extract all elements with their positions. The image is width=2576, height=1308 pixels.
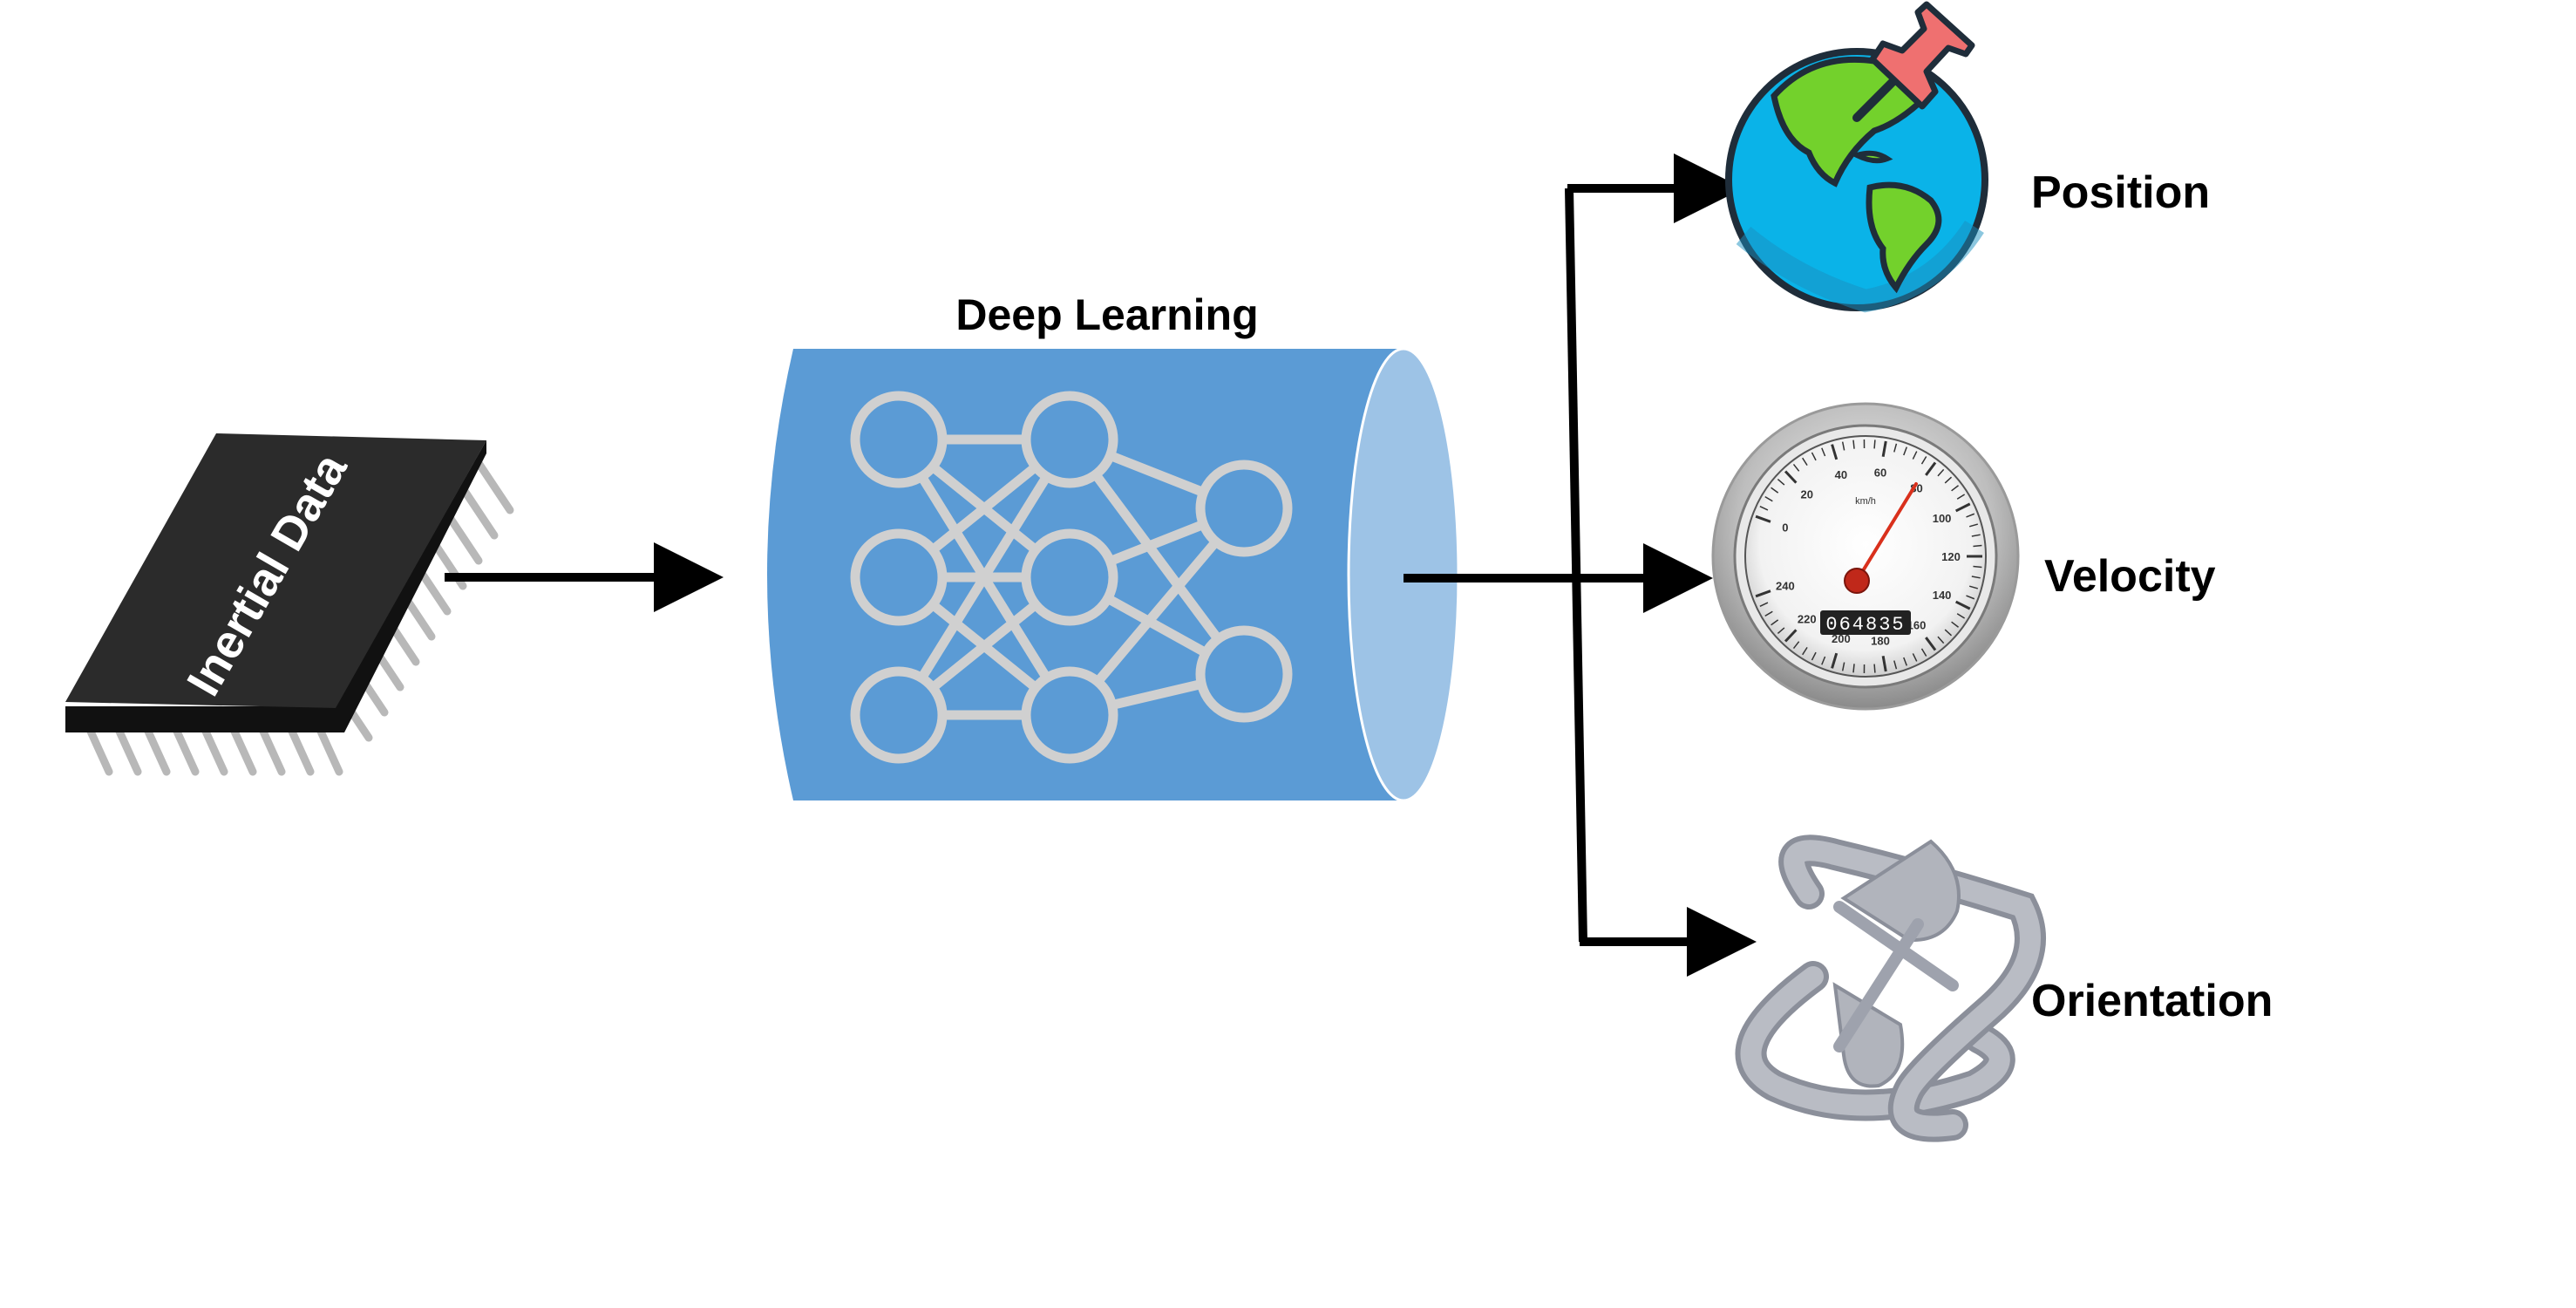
gauge-minor-tick: [1841, 662, 1845, 671]
gauge-minor-tick: [1951, 485, 1960, 492]
gauge-minor-tick: [1759, 602, 1769, 608]
gauge-minor-tick: [1956, 494, 1966, 500]
gauge-minor-tick: [1777, 627, 1785, 635]
gauge-minor-tick: [1937, 468, 1945, 477]
gauge-minor-tick: [1777, 478, 1785, 486]
gauge-minor-tick: [1956, 613, 1966, 619]
gauge-tick-label: 180: [1871, 635, 1890, 648]
globe-pin-icon: [1725, 1, 1988, 313]
gauge-minor-tick: [1966, 595, 1975, 600]
gauge-minor-tick: [1764, 610, 1773, 617]
gauge-minor-tick: [1841, 441, 1845, 451]
gauge-major-tick: [1881, 655, 1887, 672]
gauge-minor-tick: [1821, 447, 1826, 457]
gauge-minor-tick: [1971, 576, 1981, 579]
gauge-major-tick: [1755, 589, 1771, 598]
gauge-minor-tick: [1893, 660, 1898, 670]
map-pin: [1852, 1, 1975, 122]
gauge-minor-tick: [1903, 657, 1907, 666]
rotation-axes-icon: [1735, 835, 2046, 1142]
gauge-unit: km/h: [1855, 496, 1876, 507]
gauge-major-tick: [1831, 652, 1839, 669]
output-label-position: Position: [2031, 167, 2210, 218]
gauge-minor-tick: [1903, 446, 1907, 456]
gauge-minor-tick: [1920, 648, 1927, 657]
gauge-minor-tick: [1971, 534, 1981, 537]
gauge-minor-tick: [1968, 523, 1979, 528]
gauge-tick-label: 60: [1874, 466, 1886, 479]
gauge-tick-label: 220: [1798, 612, 1817, 625]
gauge-minor-tick: [1811, 651, 1817, 661]
gauge-major-tick: [1925, 461, 1937, 476]
gauge-minor-tick: [1968, 585, 1979, 589]
gauge-minor-tick: [1944, 629, 1953, 637]
gauge-minor-tick: [1912, 451, 1918, 460]
gauge-minor-tick: [1759, 505, 1769, 511]
gauge-tick-label: 120: [1941, 550, 1961, 563]
gauge-minor-tick: [1764, 496, 1773, 502]
output-arrows: [1404, 153, 1757, 977]
gauge-minor-tick: [1973, 544, 1982, 548]
gauge-major-tick: [1954, 600, 1971, 610]
gauge-tick-label: 160: [1907, 619, 1927, 632]
gauge-tick-label: 0: [1782, 521, 1788, 534]
gauge-minor-tick: [1920, 456, 1927, 465]
gauge-minor-tick: [1951, 621, 1960, 628]
gauge-major-tick: [1831, 444, 1839, 460]
gauge-minor-tick: [1792, 641, 1800, 650]
gauge-major-tick: [1925, 637, 1937, 651]
gauge-major-tick: [1881, 440, 1887, 458]
gauge-minor-tick: [1852, 439, 1855, 449]
gauge-minor-tick: [1944, 476, 1953, 484]
gauge-needle: [1855, 482, 1918, 582]
microchip-icon: Inertial Data: [65, 433, 514, 776]
gauge-minor-tick: [1966, 513, 1975, 518]
gauge-ticks: [1755, 439, 1982, 673]
gauge-tick-label: 240: [1776, 580, 1795, 593]
gauge-minor-tick: [1802, 457, 1808, 467]
gauge-odometer: 064835: [1825, 614, 1905, 636]
gauge-major-tick: [1784, 629, 1798, 643]
gauge-minor-tick: [1792, 463, 1800, 472]
gauge-minor-tick: [1771, 487, 1779, 494]
gauge-major-tick: [1784, 470, 1798, 484]
model-title: Deep Learning: [955, 290, 1258, 339]
gauge-tick-label: 100: [1933, 512, 1952, 525]
deep-learning-block: Deep Learning: [767, 290, 1460, 802]
gauge-minor-tick: [1852, 664, 1855, 673]
gauge-minor-tick: [1873, 664, 1876, 673]
gauge-major-tick: [1755, 514, 1771, 523]
gauge-tick-label: 20: [1801, 488, 1813, 501]
neural-network-icon: [850, 391, 1293, 764]
gauge-tick-label: 200: [1832, 632, 1851, 645]
gauge-minor-tick: [1912, 653, 1918, 662]
gauge-minor-tick: [1811, 452, 1817, 461]
gauge-minor-tick: [1771, 619, 1779, 626]
gauge-minor-tick: [1973, 565, 1982, 569]
output-label-velocity: Velocity: [2044, 551, 2216, 602]
gauge-minor-tick: [1893, 443, 1898, 453]
gauge-minor-tick: [1937, 636, 1945, 644]
gauge-major-tick: [1954, 502, 1971, 513]
gauge-minor-tick: [1821, 656, 1826, 665]
output-label-orientation: Orientation: [2031, 976, 2273, 1026]
gauge-tick-label: 140: [1933, 589, 1952, 602]
gauge-minor-tick: [1802, 646, 1808, 656]
gauge-tick-label: 40: [1835, 468, 1847, 481]
gauge-minor-tick: [1873, 439, 1876, 449]
chip-body: [65, 433, 486, 708]
